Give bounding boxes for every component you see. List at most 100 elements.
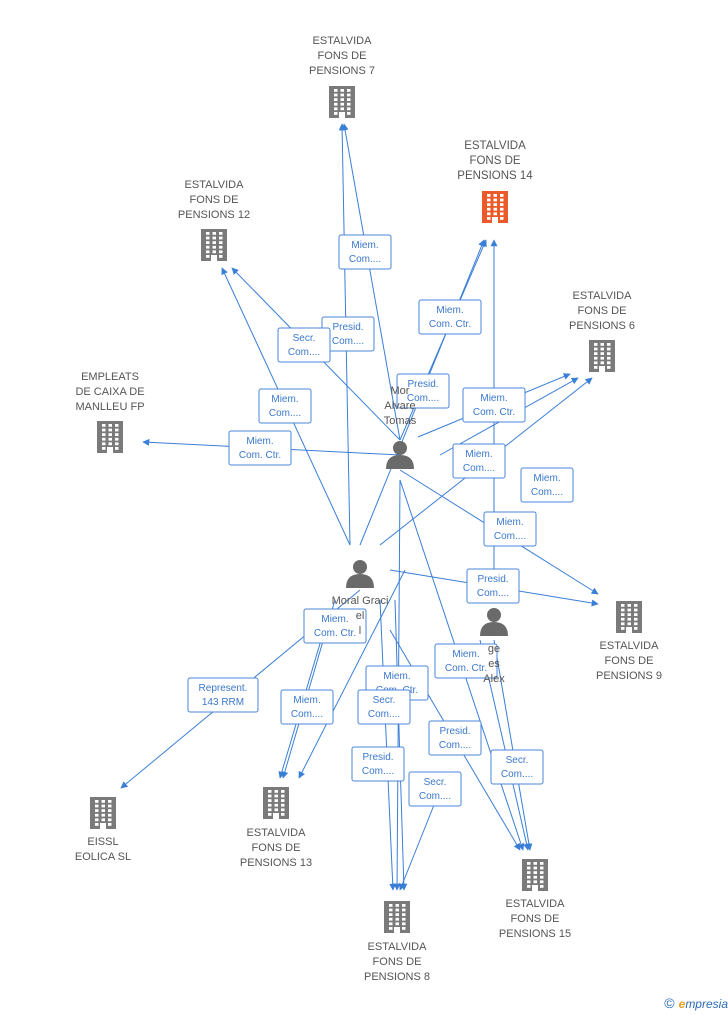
edge-label-l8[interactable]: Miem.Com. Ctr. <box>228 430 292 466</box>
edge-label-text: Secr. <box>506 755 529 766</box>
edge-label-l14[interactable]: Represent. 143 RRM <box>187 677 259 713</box>
edge-label-text: Com.... <box>463 463 495 474</box>
building-icon <box>201 229 227 261</box>
edge-label-text: Com.... <box>288 347 320 358</box>
node-label: Mor <box>391 385 410 397</box>
edge-label-box <box>490 749 544 785</box>
edge-label-box <box>303 608 367 644</box>
edge-label-l6[interactable]: Presid. Com.... <box>396 373 450 409</box>
node-label: PENSIONS 9 <box>596 670 662 682</box>
edge-label-box <box>428 720 482 756</box>
building-icon <box>97 421 123 453</box>
edge-line-2 <box>341 123 401 441</box>
edge-label-text: Secr. <box>424 777 447 788</box>
edge-label-text: 143 RRM <box>202 697 244 708</box>
edge-label-l21[interactable]: Secr.Com.... <box>490 749 544 785</box>
edge-label-l18[interactable]: Secr. Com.... <box>357 689 411 725</box>
node-label: ESTALVIDA <box>247 827 307 839</box>
node-label: FONS DE <box>318 50 367 62</box>
node-label: FONS DE <box>469 155 520 167</box>
edge-label-text: Miem. <box>351 240 378 251</box>
building-icon <box>522 859 548 891</box>
footer-brand[interactable]: ©empresia <box>664 995 728 1011</box>
node-label: FONS DE <box>605 655 654 667</box>
edge-label-box <box>338 234 392 270</box>
building-icon <box>384 901 410 933</box>
edge-label-l9[interactable]: Miem.Com.... <box>452 443 506 479</box>
edge-label-l13[interactable]: Miem. Com. Ctr. <box>303 608 367 644</box>
edge-label-text: Com. Ctr. <box>314 628 356 639</box>
edge-label-text: Secr. <box>293 333 316 344</box>
edge-label-box <box>452 443 506 479</box>
node-label: ESTALVIDA <box>600 640 660 652</box>
edge-label-box <box>520 467 574 503</box>
node-label: PENSIONS 7 <box>309 65 375 77</box>
edge-label-l3[interactable]: Secr. Com.... <box>277 327 331 363</box>
edge-label-layer: Miem. Com.... Presid. Com.... Secr. Com.... Mi… <box>187 234 574 807</box>
edge-label-l16[interactable]: Miem.Com. Ctr. <box>434 643 498 679</box>
edge-label-text: Presid. <box>332 322 363 333</box>
edge-label-l2[interactable]: Presid. Com.... <box>321 316 375 352</box>
edge-label-text: Com. Ctr. <box>473 407 515 418</box>
node-fp7[interactable]: ESTALVIDA FONS DE PENSIONS 7 <box>309 35 375 118</box>
edge-label-l1[interactable]: Miem. Com.... <box>338 234 392 270</box>
edge-label-l10[interactable]: Miem.Com.... <box>520 467 574 503</box>
node-label: PENSIONS 6 <box>569 320 635 332</box>
node-label: EMPLEATS <box>81 371 139 383</box>
edge-label-l17[interactable]: Miem.Com.... <box>280 689 334 725</box>
edge-label-box <box>280 689 334 725</box>
edge-label-l20[interactable]: Presid.Com.... <box>351 746 405 782</box>
person-icon <box>386 441 414 469</box>
edge-label-text: Secr. <box>373 695 396 706</box>
node-label: ESTALVIDA <box>464 140 526 152</box>
node-label: ge <box>488 643 500 655</box>
edge-label-text: Com. Ctr. <box>429 319 471 330</box>
edge-label-l19[interactable]: Presid.Com.... <box>428 720 482 756</box>
edge-label-text: Com.... <box>368 709 400 720</box>
copyright-symbol: © <box>664 995 675 1011</box>
edge-label-text: Miem. <box>321 614 348 625</box>
node-label: es <box>488 658 500 670</box>
brand-initial: e <box>678 997 686 1011</box>
node-label: ESTALVIDA <box>368 941 428 953</box>
edge-label-text: Com.... <box>349 254 381 265</box>
edge-label-l11[interactable]: Miem.Com.... <box>483 511 537 547</box>
edge-label-text: Com. Ctr. <box>239 450 281 461</box>
edge-label-l22[interactable]: Secr. Com.... <box>408 771 462 807</box>
edge-label-l7[interactable]: Miem.Com. Ctr. <box>462 387 526 423</box>
node-label: ESTALVIDA <box>313 35 373 47</box>
node-label: PENSIONS 15 <box>499 928 571 940</box>
edge-label-box <box>418 299 482 335</box>
edge-label-text: Miem. <box>496 517 523 528</box>
node-label: l <box>359 625 361 637</box>
edge-label-box <box>408 771 462 807</box>
edge-label-text: Com.... <box>332 336 364 347</box>
node-label: Alvare <box>384 400 415 412</box>
node-fp9[interactable]: ESTALVIDA FONS DE PENSIONS 9 <box>596 601 662 682</box>
edge-label-text: Com.... <box>419 791 451 802</box>
edge-label-text: Com.... <box>407 393 439 404</box>
edge-label-box <box>228 430 292 466</box>
edge-label-l12[interactable]: Presid.Com.... <box>466 568 520 604</box>
edge-label-text: Represent. <box>199 683 248 694</box>
building-icon <box>329 86 355 118</box>
edge-label-text: Miem. <box>293 695 320 706</box>
edge-label-text: Presid. <box>407 379 438 390</box>
edge-label-l5[interactable]: Miem.Com.... <box>258 388 312 424</box>
node-label: Alex <box>483 673 505 685</box>
edge-label-text: Presid. <box>439 726 470 737</box>
edge-label-l4[interactable]: Miem.Com. Ctr. <box>418 299 482 335</box>
